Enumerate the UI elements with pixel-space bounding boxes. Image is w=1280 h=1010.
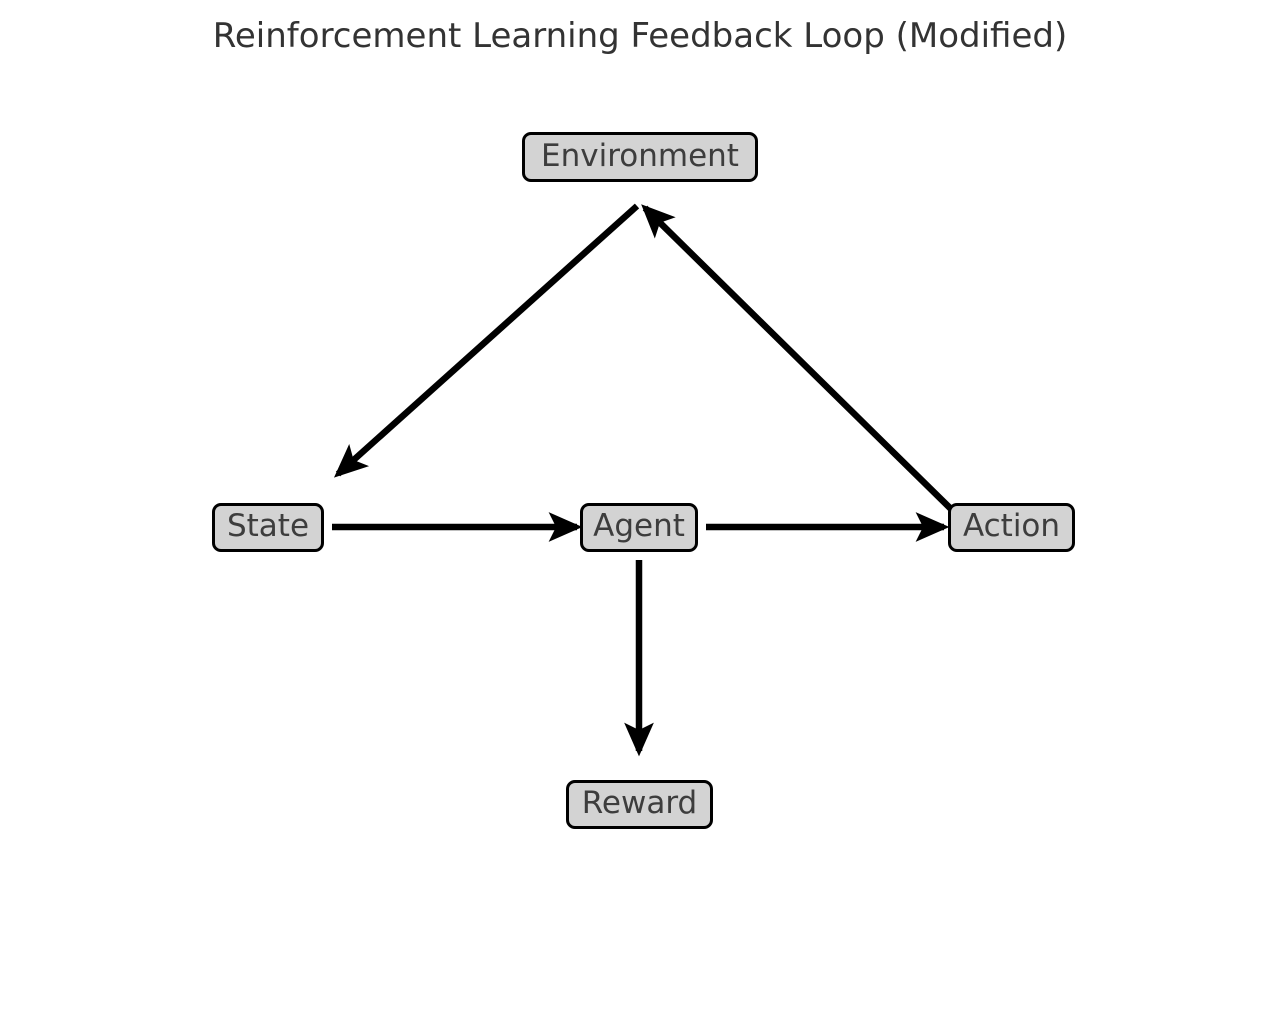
node-environment-label: Environment <box>541 137 739 174</box>
node-agent[interactable]: Agent <box>580 503 698 552</box>
edge-environment-to-state <box>333 203 640 478</box>
node-action-label: Action <box>962 508 1061 544</box>
node-reward[interactable]: Reward <box>566 780 713 829</box>
node-state-label: State <box>226 508 310 544</box>
node-action[interactable]: Action <box>948 503 1075 552</box>
node-environment[interactable]: Environment <box>522 132 758 182</box>
edge-action-to-environment <box>641 204 954 512</box>
node-agent-label: Agent <box>593 508 685 544</box>
node-reward-label: Reward <box>581 785 698 821</box>
page-title: Reinforcement Learning Feedback Loop (Mo… <box>212 16 1068 56</box>
node-state[interactable]: State <box>212 503 324 552</box>
